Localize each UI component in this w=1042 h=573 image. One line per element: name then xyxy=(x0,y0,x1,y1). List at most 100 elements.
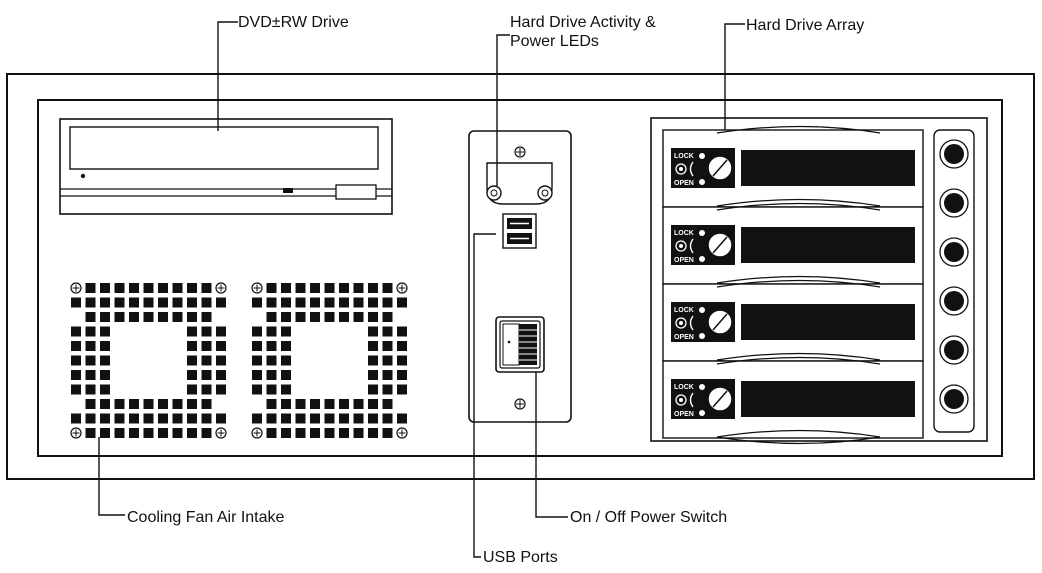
fan-grille-slot xyxy=(281,341,291,351)
fan-grille-slot xyxy=(382,312,393,322)
fan-grille-slot xyxy=(187,399,197,409)
chassis-outer xyxy=(6,73,1035,480)
fan-grille-slot xyxy=(281,283,291,293)
fan-grille-slot xyxy=(382,428,393,438)
fan-grille-slot xyxy=(187,413,197,424)
fan-grille-slot xyxy=(295,297,306,308)
fan-grille-slot xyxy=(216,413,226,424)
fan-grille-slot xyxy=(339,312,349,322)
fan-grille-slot xyxy=(172,428,183,438)
power-led xyxy=(537,185,553,201)
fan-grille-slot xyxy=(143,413,154,424)
fan-grille-slot xyxy=(368,399,378,409)
status-light-icon xyxy=(939,237,969,267)
fan-grille-slot xyxy=(324,413,335,424)
fan-grille-slot xyxy=(397,297,407,308)
dvd-activity-led xyxy=(283,188,293,193)
lock-indicator-icon xyxy=(675,163,687,175)
fan-grille-slot xyxy=(187,297,197,308)
callout-fan xyxy=(98,437,125,516)
screw-icon xyxy=(215,427,227,439)
dvd-eject-button xyxy=(335,184,377,200)
tray-handle xyxy=(716,202,881,211)
tray-handle xyxy=(716,356,881,365)
cooling-fan-right xyxy=(251,282,408,439)
fan-grille-slot xyxy=(187,428,197,438)
fan-grille-slot xyxy=(281,399,291,409)
screw-icon xyxy=(70,282,82,294)
fan-grille-slot xyxy=(266,283,277,293)
tray-handle xyxy=(716,279,881,288)
fan-grille-slot xyxy=(100,370,110,380)
fan-grille-slot xyxy=(281,355,291,366)
tray-label-window xyxy=(741,304,915,340)
control-panel xyxy=(468,130,572,423)
fan-grille-slot xyxy=(187,384,197,395)
fan-grille-slot xyxy=(114,413,125,424)
fan-grille-slot xyxy=(71,384,81,395)
fan-grille-slot xyxy=(201,326,212,337)
status-light-icon xyxy=(939,286,969,316)
lock-indicator-icon xyxy=(675,394,687,406)
fan-grille-slot xyxy=(368,283,378,293)
fan-grille-slot xyxy=(339,297,349,308)
fan-grille-slot xyxy=(114,297,125,308)
fan-grille-slot xyxy=(266,341,277,351)
fan-grille-slot xyxy=(310,283,320,293)
fan-grille-slot xyxy=(216,326,226,337)
fan-grille-slot xyxy=(71,413,81,424)
fan-grille-slot xyxy=(252,413,262,424)
fan-grille-slot xyxy=(216,341,226,351)
fan-grille-slot xyxy=(295,428,306,438)
screw-icon xyxy=(251,282,263,294)
fan-grille-slot xyxy=(281,384,291,395)
fan-grille-slot xyxy=(266,370,277,380)
tray-label-window xyxy=(741,227,915,263)
fan-grille-slot xyxy=(143,312,154,322)
tray-label-window xyxy=(741,381,915,417)
fan-grille-slot xyxy=(216,384,226,395)
fan-grille-slot xyxy=(252,384,262,395)
status-light-icon xyxy=(939,139,969,169)
fan-grille-slot xyxy=(324,297,335,308)
fan-grille-slot xyxy=(368,428,378,438)
fan-grille-slot xyxy=(172,413,183,424)
fan-grille-slot xyxy=(201,399,212,409)
fan-grille-slot xyxy=(266,355,277,366)
fan-grille-slot xyxy=(382,341,393,351)
fan-grille-slot xyxy=(85,297,96,308)
tray-handle xyxy=(716,125,881,134)
fan-grille-slot xyxy=(71,370,81,380)
tray-open-text: OPEN xyxy=(674,334,694,341)
fan-grille-slot xyxy=(382,399,393,409)
fan-grille-slot xyxy=(295,312,306,322)
fan-grille-slot xyxy=(129,428,139,438)
fan-grille-slot xyxy=(310,428,320,438)
callout-switch xyxy=(535,372,568,518)
fan-grille-slot xyxy=(114,399,125,409)
power-switch xyxy=(495,316,545,373)
fan-grille-slot xyxy=(252,297,262,308)
fan-grille-slot xyxy=(129,297,139,308)
fan-grille-slot xyxy=(353,297,364,308)
screw-icon xyxy=(396,282,408,294)
fan-grille-slot xyxy=(129,399,139,409)
fan-grille-slot xyxy=(187,370,197,380)
fan-grille-slot xyxy=(281,370,291,380)
fan-grille-slot xyxy=(339,283,349,293)
fan-grille-slot xyxy=(281,297,291,308)
fan-grille-slot xyxy=(201,384,212,395)
fan-grille-slot xyxy=(114,312,125,322)
label-hard-drive-array: Hard Drive Array xyxy=(746,17,865,34)
fan-grille-slot xyxy=(187,355,197,366)
callout-dvd xyxy=(217,21,238,131)
fan-grille-slot xyxy=(281,312,291,322)
fan-grille-slot xyxy=(201,312,212,322)
fan-grille-slot xyxy=(310,413,320,424)
fan-grille-slot xyxy=(252,355,262,366)
fan-grille-slot xyxy=(201,297,212,308)
label-power-switch: On / Off Power Switch xyxy=(570,509,728,526)
screw-icon xyxy=(514,146,526,158)
fan-grille-slot xyxy=(100,283,110,293)
